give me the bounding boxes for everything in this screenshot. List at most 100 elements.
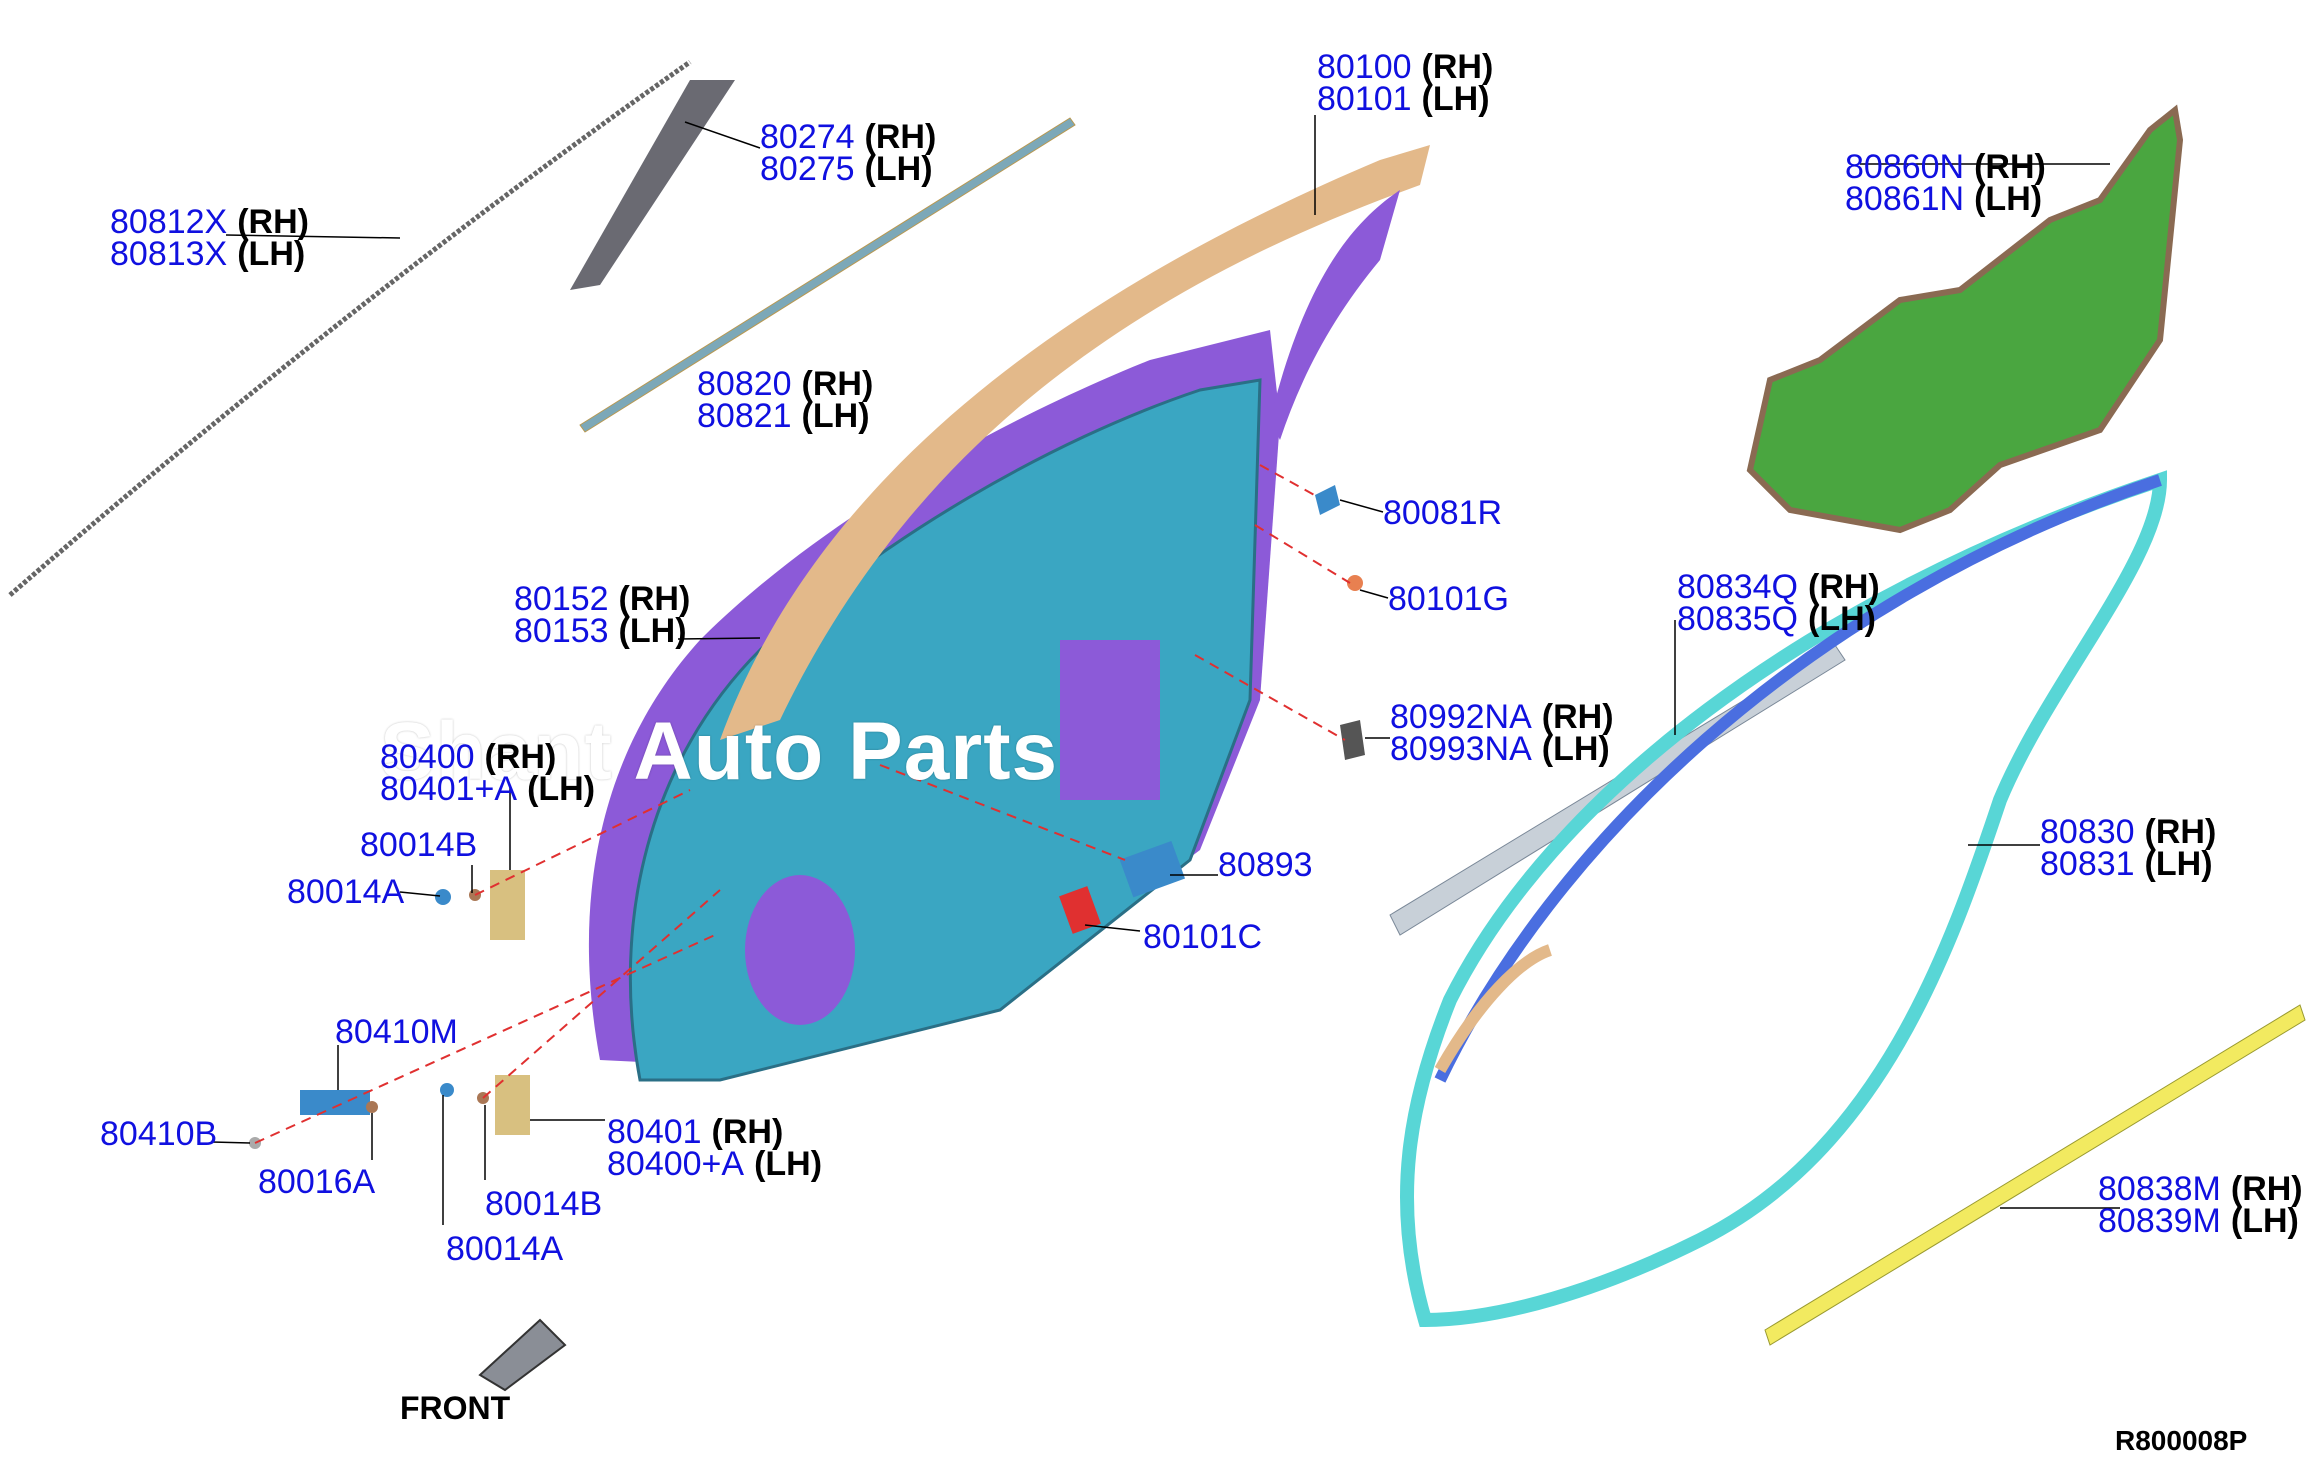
label-80820: 80820(RH)80821(LH)	[697, 367, 873, 433]
part-number: 80835Q	[1677, 600, 1798, 638]
side-indicator: (RH)	[1421, 48, 1494, 86]
side-indicator: (LH)	[754, 1145, 823, 1183]
outer-moulding	[8, 59, 692, 597]
part-number: 80821	[697, 397, 792, 435]
label-row: 80101C	[1143, 920, 1262, 954]
label-row: 80834Q(RH)	[1677, 570, 1880, 604]
door-insulator	[1746, 104, 2184, 534]
part-number: 80410B	[100, 1115, 218, 1153]
part-number: 80401	[607, 1113, 702, 1151]
side-indicator: (LH)	[618, 612, 687, 650]
label-row: 80893	[1218, 848, 1313, 882]
part-number: 80830	[2040, 813, 2135, 851]
dashed-leaders	[254, 464, 1351, 1144]
label-80401: 80401(RH)80400+A(LH)	[607, 1115, 822, 1181]
seal-corner	[1434, 944, 1553, 1073]
side-indicator: (RH)	[618, 580, 691, 618]
side-indicator: (LH)	[1808, 600, 1876, 638]
label-80400: 80400(RH)80401+A(LH)	[380, 738, 595, 806]
part-number: 80101C	[1143, 918, 1263, 956]
label-row: 80861N(LH)	[1845, 182, 2046, 216]
label-row: 80830(RH)	[2040, 815, 2216, 849]
label-80830: 80830(RH)80831(LH)	[2040, 815, 2216, 881]
label-row: 80014A	[446, 1232, 563, 1266]
side-indicator: (RH)	[1541, 698, 1614, 736]
front-arrow	[478, 1318, 567, 1392]
part-number: 80014B	[360, 826, 478, 864]
part-number: 80993NA	[1390, 730, 1532, 768]
door-weatherstrip	[1399, 470, 2168, 1328]
bolt-80016a	[366, 1101, 378, 1113]
part-number: 80400	[380, 738, 475, 776]
label-row: 80813X(LH)	[110, 237, 309, 271]
side-indicator: (RH)	[484, 738, 557, 776]
label-row: 80016A	[258, 1165, 375, 1199]
part-number: 80839M	[2098, 1202, 2221, 1240]
side-indicator: (LH)	[1974, 180, 2043, 218]
label-row: 80401+A(LH)	[380, 772, 595, 806]
label-row: 80100(RH)	[1317, 50, 1493, 84]
label-row: 80152(RH)	[514, 582, 690, 616]
upper-seal	[1434, 474, 2162, 1083]
side-indicator: (RH)	[711, 1113, 784, 1151]
window-sash	[720, 145, 1430, 740]
label-row: 80014B	[485, 1187, 602, 1221]
label-row: 80820(RH)	[697, 367, 873, 401]
side-indicator: (LH)	[801, 397, 870, 435]
label-row: 80812X(RH)	[110, 205, 309, 239]
side-indicator: (LH)	[2144, 845, 2213, 883]
part-number: 80400+A	[607, 1145, 745, 1183]
clip-80081r	[1315, 485, 1340, 515]
label-row: 80101G	[1388, 582, 1509, 616]
speaker-hole-lower	[745, 875, 855, 1025]
part-number: 80834Q	[1677, 568, 1798, 606]
part-number: 80014A	[446, 1230, 564, 1268]
part-number: 80014A	[287, 873, 405, 911]
label-80016a: 80016A	[258, 1165, 375, 1199]
part-number: 80812X	[110, 203, 228, 241]
part-number: 80101	[1317, 80, 1412, 118]
upper-hinge	[490, 870, 525, 940]
label-80101g: 80101G	[1388, 582, 1509, 616]
side-indicator: (LH)	[1421, 80, 1490, 118]
side-indicator: (RH)	[2144, 813, 2217, 851]
part-number: 80992NA	[1390, 698, 1532, 736]
service-hole	[1060, 640, 1160, 800]
sill-strip	[1764, 1004, 2306, 1346]
part-number: 80401+A	[380, 770, 518, 808]
label-80410m: 80410M	[335, 1015, 458, 1049]
part-number: 80081R	[1383, 494, 1503, 532]
belt-moulding	[579, 117, 1076, 433]
bolt-80014a-upper	[435, 889, 451, 905]
label-row: 80153(LH)	[514, 614, 690, 648]
label-80410b: 80410B	[100, 1117, 217, 1151]
watermark: Shant Auto Parts	[380, 706, 1059, 797]
label-80014b-lower: 80014B	[485, 1187, 602, 1221]
side-indicator: (RH)	[1974, 148, 2046, 186]
label-row: 80993NA(LH)	[1390, 732, 1614, 766]
side-indicator: (RH)	[864, 118, 937, 156]
label-row: 80410M	[335, 1015, 458, 1049]
label-80101c: 80101C	[1143, 920, 1262, 954]
label-80992na: 80992NA(RH)80993NA(LH)	[1390, 698, 1614, 766]
label-row: 80401(RH)	[607, 1115, 822, 1149]
label-row: 80831(LH)	[2040, 847, 2216, 881]
label-row: 80400+A(LH)	[607, 1147, 822, 1181]
label-row: 80014B	[360, 828, 477, 862]
check-link	[300, 1090, 370, 1115]
part-number: 80275	[760, 150, 855, 188]
part-number: 80831	[2040, 845, 2135, 883]
label-80100: 80100(RH)80101(LH)	[1317, 50, 1493, 116]
side-indicator: (RH)	[237, 203, 309, 241]
label-row: 80275(LH)	[760, 152, 936, 186]
label-80152: 80152(RH)80153(LH)	[514, 582, 690, 648]
label-80274: 80274(RH)80275(LH)	[760, 118, 937, 186]
label-80860n: 80860N(RH)80861N(LH)	[1845, 148, 2046, 216]
lower-hinge	[495, 1075, 530, 1135]
sash-pillar	[1270, 190, 1400, 440]
label-80014a-upper: 80014A	[287, 875, 404, 909]
pad-80893	[1119, 840, 1186, 898]
label-80812x: 80812X(RH)80813X(LH)	[110, 205, 309, 271]
front-label: FRONT	[400, 1390, 511, 1426]
